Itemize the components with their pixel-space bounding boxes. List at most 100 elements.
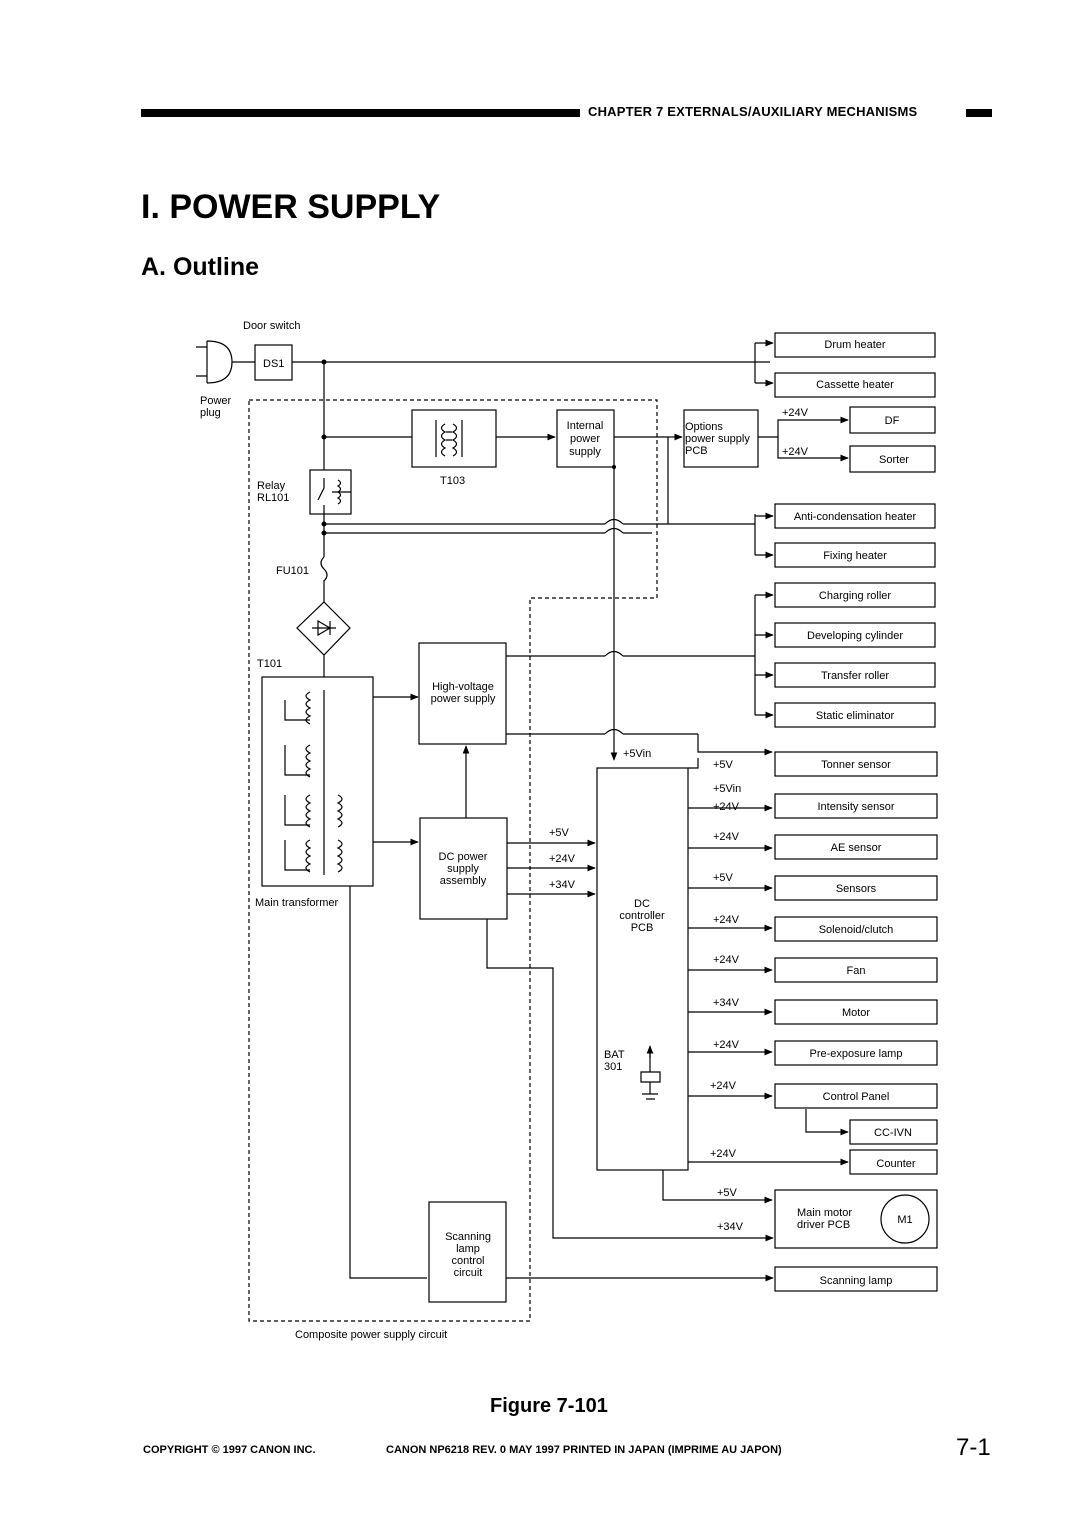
v-intensity: +24V: [713, 801, 740, 813]
v-sensors: +5V: [713, 872, 734, 884]
scan-ctrl-line2: lamp: [456, 1243, 480, 1255]
load-charging-roller: Charging roller: [819, 590, 891, 602]
load-cassette-heater: Cassette heater: [816, 379, 894, 391]
dcps-out-3: +34V: [549, 879, 576, 891]
high-voltage-box: [418, 642, 507, 745]
composite-label: Composite power supply circuit: [295, 1329, 447, 1341]
options-ps-line1: Options: [685, 421, 723, 433]
options-voltage-2: +24V: [782, 446, 809, 458]
load-drum-heater: Drum heater: [824, 339, 885, 351]
t103-coil-icon: [435, 420, 463, 457]
v-tonner: +5V: [713, 759, 734, 771]
load-control-panel: Control Panel: [823, 1091, 890, 1103]
load-transfer-roller: Transfer roller: [821, 670, 889, 682]
chapter-header: CHAPTER 7 EXTERNALS/AUXILIARY MECHANISMS: [588, 104, 918, 119]
door-switch-label: Door switch: [243, 320, 300, 332]
power-plug-label-2: plug: [200, 407, 221, 419]
load-intensity-sensor: Intensity sensor: [817, 801, 894, 813]
main-motor-driver-line2: driver PCB: [797, 1219, 850, 1231]
cc-ivn-label: CC-IVN: [874, 1127, 912, 1139]
m1-label: M1: [897, 1214, 912, 1226]
section-title: I. POWER SUPPLY: [141, 188, 441, 226]
load-fixing-heater: Fixing heater: [823, 550, 887, 562]
load-scanning-lamp: Scanning lamp: [820, 1275, 893, 1287]
v-motor: +34V: [713, 997, 740, 1009]
load-anti-condensation-heater: Anti-condensation heater: [794, 511, 917, 523]
main-motor-driver-line1: Main motor: [797, 1207, 852, 1219]
options-voltage-1: +24V: [782, 407, 809, 419]
options-ps-line3: PCB: [685, 445, 708, 457]
dc-controller-box: [596, 767, 689, 1171]
header-bar-right: [966, 109, 992, 117]
df-label: DF: [885, 415, 900, 427]
load-sensors: Sensors: [836, 883, 877, 895]
main-transformer-box: [261, 676, 374, 887]
relay-label-2: RL101: [257, 492, 289, 504]
dc-controller-line3: PCB: [631, 922, 654, 934]
scan-ctrl-line3: control: [451, 1255, 484, 1267]
fuse-icon: [320, 556, 328, 582]
v-solenoid: +24V: [713, 914, 740, 926]
header-bar-left: [141, 109, 580, 117]
hv-line2: power supply: [431, 693, 496, 705]
subsection-title: A. Outline: [141, 253, 260, 281]
dc-controller-line2: controller: [619, 910, 665, 922]
dc-controller-line1: DC: [634, 898, 650, 910]
dcps-line2: supply: [447, 863, 479, 875]
power-plug-icon: [196, 340, 255, 384]
load-developing-cylinder: Developing cylinder: [807, 630, 903, 642]
t103-label: T103: [440, 475, 465, 487]
m1-motor-icon: [880, 1194, 930, 1244]
sorter-box: [849, 445, 936, 473]
battery-icon: [640, 1048, 661, 1100]
v-tonner-2: +5Vin: [713, 783, 741, 795]
page-number: 7-1: [956, 1434, 991, 1461]
scanning-lamp-control-box: [428, 1201, 507, 1303]
dcps-line3: assembly: [440, 875, 487, 887]
load-ae-sensor: AE sensor: [831, 842, 882, 854]
v-fan: +24V: [713, 954, 740, 966]
options-ps-line2: power supply: [685, 433, 750, 445]
internal-ps-line3: supply: [569, 446, 601, 458]
t103-box: [411, 409, 497, 468]
v-main-motor-1: +5V: [717, 1187, 738, 1199]
v-counter: +24V: [710, 1148, 737, 1160]
load-static-eliminator: Static eliminator: [816, 710, 895, 722]
power-plug-label-1: Power: [200, 395, 232, 407]
load-pre-exposure-lamp: Pre-exposure lamp: [810, 1048, 903, 1060]
internal-power-supply-box: [556, 409, 615, 468]
dcps-out-1: +5V: [549, 827, 570, 839]
main-transformer-label: Main transformer: [255, 897, 338, 909]
footer-doc-info: CANON NP6218 REV. 0 MAY 1997 PRINTED IN …: [386, 1444, 782, 1456]
load-solenoid-clutch: Solenoid/clutch: [819, 924, 894, 936]
v-pre-exposure: +24V: [713, 1039, 740, 1051]
options-power-supply-box: [683, 409, 759, 468]
internal-ps-line1: Internal: [567, 420, 604, 432]
v-main-motor-2: +34V: [717, 1221, 744, 1233]
sorter-label: Sorter: [879, 454, 909, 466]
dcps-line1: DC power: [439, 851, 488, 863]
scan-ctrl-line4: circuit: [454, 1267, 483, 1279]
v-control-panel: +24V: [710, 1080, 737, 1092]
fuse-label: FU101: [276, 565, 309, 577]
bat-label-2: 301: [604, 1061, 622, 1073]
ds1-label: DS1: [263, 358, 284, 370]
v-ae: +24V: [713, 831, 740, 843]
t101-label: T101: [257, 658, 282, 670]
hv-line1: High-voltage: [432, 681, 494, 693]
figure-caption: Figure 7-101: [490, 1395, 608, 1417]
scan-ctrl-line1: Scanning: [445, 1231, 491, 1243]
plus5vin-label: +5Vin: [623, 748, 651, 760]
df-box: [849, 406, 936, 434]
bat-label-1: BAT: [604, 1049, 625, 1061]
load-fan: Fan: [847, 965, 866, 977]
counter-label: Counter: [876, 1158, 915, 1170]
internal-ps-line2: power: [570, 433, 600, 445]
composite-boundary: [248, 399, 658, 1322]
relay-label-1: Relay: [257, 480, 286, 492]
main-transformer-coils: [284, 691, 343, 873]
load-tonner-sensor: Tonner sensor: [821, 759, 891, 771]
footer-copyright: COPYRIGHT © 1997 CANON INC.: [143, 1444, 316, 1456]
load-motor: Motor: [842, 1007, 870, 1019]
